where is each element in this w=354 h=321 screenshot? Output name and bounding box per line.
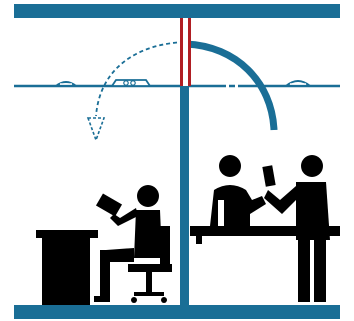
center-divider xyxy=(180,86,189,306)
boat-icon xyxy=(112,80,150,86)
top-frame-bar xyxy=(14,4,340,18)
bottom-frame-bar xyxy=(14,305,340,319)
dashed-arrow-icon xyxy=(88,42,184,140)
person-seated-behind-counter-icon xyxy=(210,155,266,226)
red-pole xyxy=(180,18,191,86)
horizon-line xyxy=(14,81,340,86)
desk xyxy=(36,230,98,305)
